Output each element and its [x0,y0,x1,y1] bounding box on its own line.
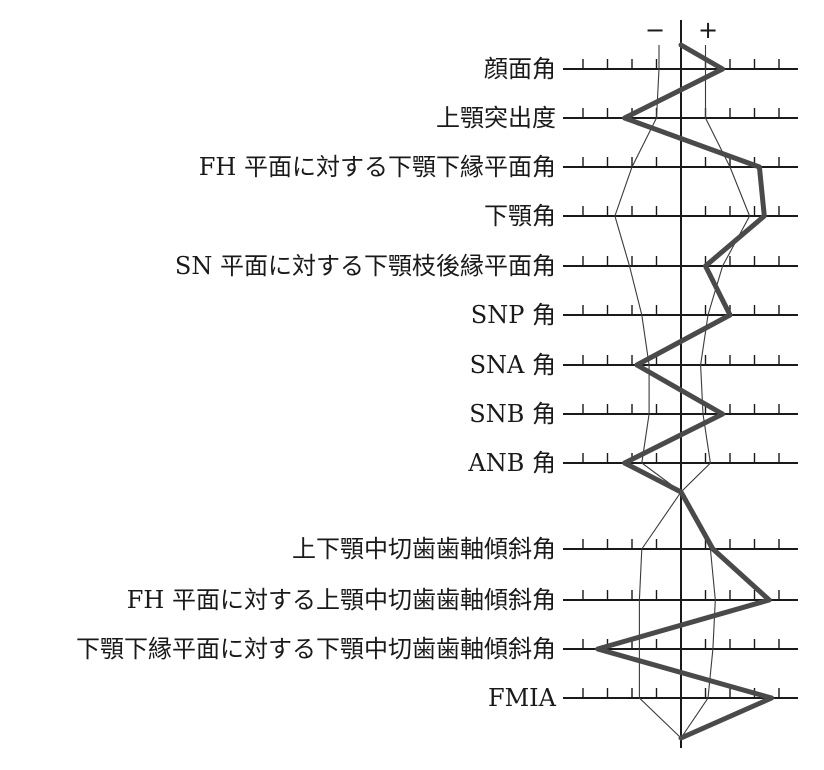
variable-label: 下顎下縁平面に対する下顎中切歯歯軸傾斜角 [76,635,556,663]
variable-row: 上顎突出度 [436,104,798,132]
sd-plus-line [680,45,751,739]
variable-label: 上下顎中切歯歯軸傾斜角 [292,535,556,563]
variable-label: FH 平面に対する下顎下縁平面角 [199,153,556,181]
variable-row: ANB 角 [467,449,798,477]
patient-profile-line [595,42,775,741]
variable-row: FH 平面に対する下顎下縁平面角 [199,153,798,181]
minus-sign-label: − [645,16,665,44]
variable-row: 下顎下縁平面に対する下顎中切歯歯軸傾斜角 [76,635,798,663]
variable-row: FH 平面に対する上顎中切歯歯軸傾斜角 [127,586,798,614]
variable-row: 下顎角 [484,202,798,230]
variable-label: SNA 角 [470,351,556,379]
variable-row: SNB 角 [469,400,798,428]
variable-label: SN 平面に対する下顎枝後縁平面角 [175,252,556,280]
variable-label: FH 平面に対する上顎中切歯歯軸傾斜角 [127,586,556,614]
patient-profile [595,42,775,741]
plus-sign-label: + [698,16,718,44]
variable-label: SNP 角 [471,301,556,329]
variable-label: 上顎突出度 [436,104,556,132]
variable-row: SNA 角 [470,351,798,379]
variable-row: SNP 角 [471,301,798,329]
variable-row: 顔面角 [484,55,798,83]
variable-label: FMIA [488,684,557,712]
variable-label: 顔面角 [484,55,556,83]
variable-label: 下顎角 [484,202,556,230]
variable-label: SNB 角 [469,400,556,428]
variable-label: ANB 角 [467,449,556,477]
sd-minus-line [614,45,682,739]
standard-deviation-band [614,45,751,739]
sign-labels: − + [645,16,718,44]
variable-row: 上下顎中切歯歯軸傾斜角 [292,535,798,563]
